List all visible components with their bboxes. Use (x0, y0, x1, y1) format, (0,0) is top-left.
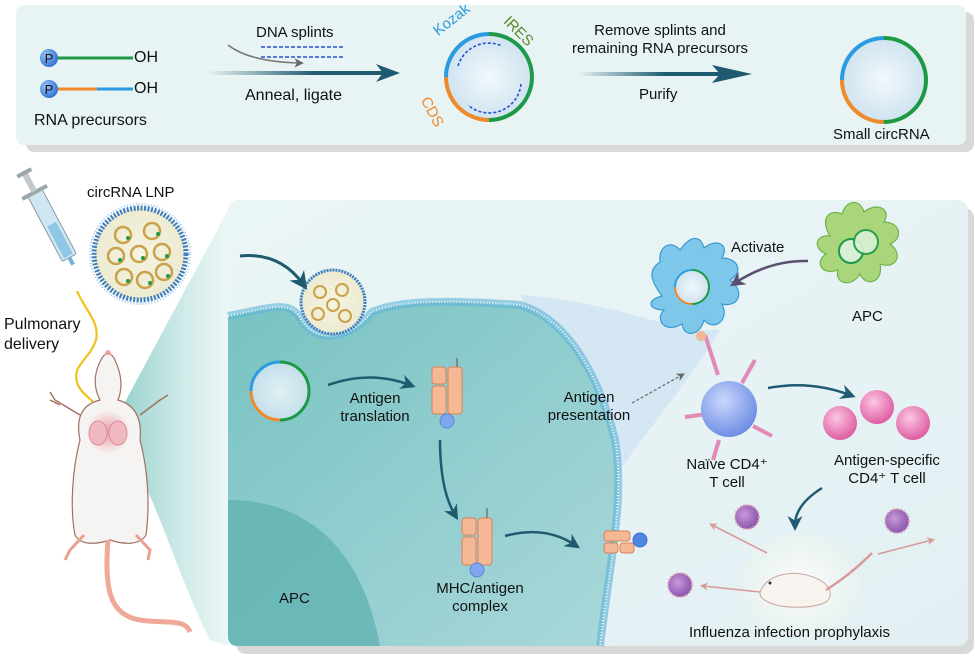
protection-arrow (787, 486, 823, 531)
mhc-loading-arrow (438, 439, 459, 521)
activate-label: Activate (731, 239, 785, 256)
repel-arrow (699, 582, 761, 593)
surface-transport-arrow (504, 530, 580, 549)
ires-segment (488, 32, 534, 122)
delivery-line2: delivery (4, 336, 60, 353)
presentation-arrow (631, 373, 685, 404)
mhc-line1: MHC/antigen (436, 580, 524, 597)
pulmonary-delivery-label: Pulmonary delivery (4, 315, 80, 355)
dna-splints-icon (227, 44, 343, 68)
lnp-uptake-arrow (239, 254, 308, 290)
repel-arrow (877, 537, 936, 555)
mouse-tail (104, 539, 193, 634)
syringe-icon (16, 167, 77, 266)
circrna-lnp-label: circRNA LNP (87, 184, 175, 201)
repel-arrow (709, 523, 768, 554)
lungs-icon (88, 420, 128, 446)
phosphate-icon (40, 49, 58, 67)
antigen-presentation-label: Antigen presentation (534, 389, 644, 425)
cds-segment (444, 76, 490, 122)
rna-precursor-2 (40, 80, 133, 98)
mhc-line2: complex (452, 598, 508, 615)
remove-label-line1: Remove splints and (594, 22, 726, 39)
mhc-complex-label: MHC/antigen complex (420, 580, 540, 616)
anneal-arrow (208, 64, 400, 82)
nucleus (228, 500, 380, 646)
phosphate-label: P (44, 51, 54, 66)
dna-splints-label: DNA splints (256, 24, 334, 41)
purify-arrow (578, 65, 752, 83)
presentation-line1: Antigen (563, 389, 615, 406)
naive-line1: Naïve CD4⁺ (686, 456, 768, 473)
cell-apc-label: APC (279, 590, 310, 607)
rna-precursor-1 (40, 49, 133, 67)
anneal-label: Anneal, ligate (245, 87, 342, 104)
rna-precursors-label: RNA precursors (34, 112, 147, 129)
apc-cell (227, 297, 623, 647)
virus-particle (884, 508, 910, 534)
antigen-translation-label: Antigen translation (320, 390, 430, 426)
mhc-antigen-complex (461, 508, 493, 578)
surface-mhc (603, 530, 648, 554)
naive-line2: T cell (709, 474, 745, 491)
small-circrna (840, 36, 928, 124)
remove-label-line2: remaining RNA precursors (572, 40, 748, 57)
splint-bound-1 (457, 42, 503, 67)
splint-curve-arrow (227, 44, 304, 68)
translation-line1: Antigen (349, 390, 401, 407)
dendritic-cell-source (816, 201, 900, 284)
antigen-specific-t-cells (823, 390, 930, 440)
hydroxyl-label: OH (134, 49, 158, 66)
specific-line2: CD4⁺ T cell (848, 470, 926, 487)
specific-line1: Antigen-specific (834, 452, 940, 469)
translation-arrow (327, 374, 416, 389)
translation-line2: translation (340, 408, 410, 425)
activate-arrow (729, 259, 809, 287)
prophylaxis-label: Influenza infection prophylaxis (689, 624, 890, 641)
intracellular-circrna (249, 360, 311, 422)
phosphate-icon (40, 80, 58, 98)
dendritic-cell-activated (650, 237, 740, 334)
antigen-specific-label: Antigen-specific CD4⁺ T cell (822, 452, 952, 488)
apc-label: APC (852, 308, 883, 325)
delivery-line1: Pulmonary (4, 316, 81, 333)
proliferation-arrow (767, 384, 856, 399)
small-circrna-label: Small circRNA (833, 126, 930, 143)
naive-t-cell-label: Naïve CD4⁺ T cell (672, 456, 782, 492)
mhc-molecule (431, 358, 463, 429)
protected-mouse (740, 533, 873, 637)
circrna-lnp (89, 203, 191, 305)
kozak-segment (444, 32, 490, 78)
virus-particle (734, 504, 760, 530)
remove-splints-label: Remove splints and remaining RNA precurs… (560, 22, 760, 58)
phosphate-label: P (44, 82, 54, 97)
virus-particle (667, 572, 693, 598)
naive-t-cell (684, 331, 773, 461)
lnp-uptake (299, 268, 367, 336)
zoom-beam (110, 210, 228, 646)
presentation-line2: presentation (547, 407, 631, 424)
hydroxyl-label: OH (134, 80, 158, 97)
circrna-with-splints (444, 32, 534, 122)
splint-bound-2 (467, 83, 522, 114)
purify-label: Purify (639, 86, 678, 103)
